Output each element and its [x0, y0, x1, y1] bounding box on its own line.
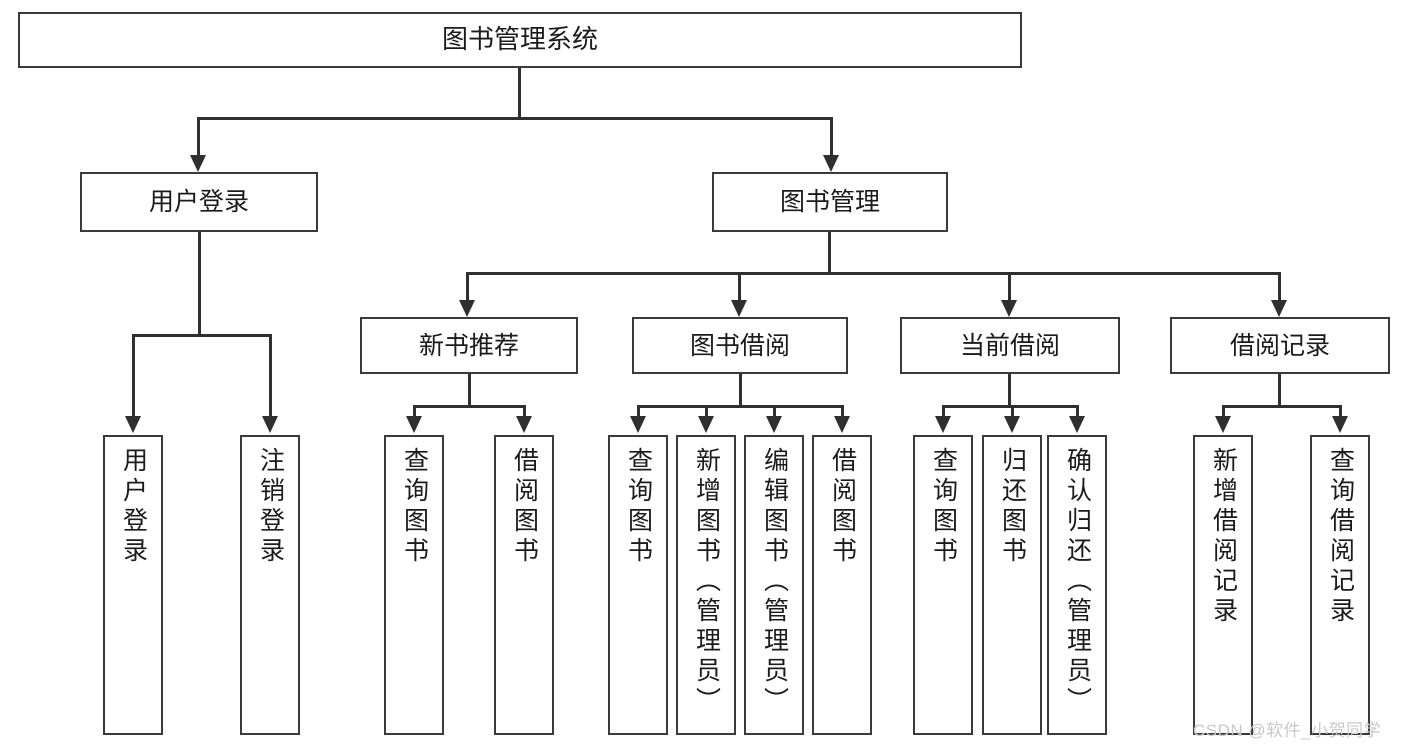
node-label: 借阅图书: [828, 447, 857, 567]
node-label: 查询图书: [624, 447, 653, 567]
node-label: 编辑图书（管理员）: [760, 447, 789, 717]
edge-user-login-to-leaf-1: [132, 334, 135, 418]
arrow-to-current-borrow: [1001, 300, 1017, 317]
arrow-to-leaf-query-book-3: [935, 416, 951, 433]
node-label: 图书管理系统: [441, 24, 598, 55]
node-label: 当前借阅: [959, 331, 1060, 360]
node-new-book-recommend[interactable]: 新书推荐: [360, 317, 578, 374]
edge-bm-to-borrow-record: [1278, 272, 1281, 302]
node-borrow-record[interactable]: 借阅记录: [1170, 317, 1390, 374]
leaf-borrow-book-new-recommend[interactable]: 借阅图书: [494, 435, 554, 735]
node-label: 查询借阅记录: [1326, 447, 1355, 627]
edge-nbr-stem: [468, 374, 471, 407]
edge-root-bar: [197, 117, 833, 120]
leaf-return-book[interactable]: 归还图书: [982, 435, 1042, 735]
arrow-to-leaf-query-record: [1332, 416, 1348, 433]
node-label: 确认归还（管理员）: [1063, 447, 1092, 717]
leaf-query-book-new-recommend[interactable]: 查询图书: [384, 435, 444, 735]
edge-bb-to-leaf-3: [773, 405, 776, 418]
node-label: 图书管理: [779, 188, 880, 216]
leaf-confirm-return[interactable]: 确认归还（管理员）: [1047, 435, 1107, 735]
node-label: 用户登录: [119, 447, 148, 567]
edge-user-login-to-leaf-2: [269, 334, 272, 418]
leaf-add-borrow-record[interactable]: 新增借阅记录: [1193, 435, 1253, 735]
arrow-to-book-borrow: [731, 300, 747, 317]
node-label: 借阅图书: [510, 447, 539, 567]
edge-br-to-leaf-1: [1222, 405, 1225, 418]
arrow-to-leaf-edit-book: [766, 416, 782, 433]
node-label: 注销登录: [256, 447, 285, 567]
edge-root-to-book-management: [830, 117, 833, 157]
edge-nbr-to-leaf-2: [523, 405, 526, 418]
arrow-to-leaf-query-book-2: [630, 416, 646, 433]
edge-root-stem: [518, 68, 521, 119]
node-label: 用户登录: [148, 188, 249, 216]
edge-bb-to-leaf-4: [841, 405, 844, 418]
arrow-to-leaf-user-login: [125, 416, 141, 433]
edge-br-to-leaf-2: [1339, 405, 1342, 418]
arrow-to-leaf-add-book: [698, 416, 714, 433]
edge-book-management-bar: [466, 272, 1281, 275]
node-label: 新书推荐: [418, 331, 519, 360]
edge-nbr-to-leaf-1: [413, 405, 416, 418]
edge-cb-bar: [942, 405, 1079, 408]
edge-user-login-bar: [132, 334, 272, 337]
arrow-to-leaf-borrow-book-2: [834, 416, 850, 433]
arrow-to-borrow-record: [1271, 300, 1287, 317]
leaf-add-book[interactable]: 新增图书（管理员）: [676, 435, 736, 735]
arrow-to-user-login: [190, 155, 206, 172]
edge-br-stem: [1278, 374, 1281, 407]
edge-bb-to-leaf-1: [637, 405, 640, 418]
edge-cb-to-leaf-3: [1076, 405, 1079, 418]
edge-root-to-user-login: [197, 117, 200, 157]
arrow-to-leaf-query-book-1: [406, 416, 422, 433]
arrow-to-leaf-add-record: [1215, 416, 1231, 433]
node-label: 查询图书: [929, 447, 958, 567]
leaf-query-book-borrow[interactable]: 查询图书: [608, 435, 668, 735]
leaf-user-login[interactable]: 用户登录: [103, 435, 163, 735]
node-label: 图书借阅: [689, 331, 790, 360]
edge-bb-bar: [637, 405, 843, 408]
arrow-to-leaf-logout-login: [262, 416, 278, 433]
arrow-to-leaf-return-book: [1004, 416, 1020, 433]
leaf-logout-login[interactable]: 注销登录: [240, 435, 300, 735]
edge-user-login-stem: [198, 232, 201, 336]
node-current-borrow[interactable]: 当前借阅: [900, 317, 1120, 374]
edge-bb-to-leaf-2: [705, 405, 708, 418]
node-user-login[interactable]: 用户登录: [80, 172, 318, 232]
node-label: 新增图书（管理员）: [692, 447, 721, 717]
leaf-query-borrow-record[interactable]: 查询借阅记录: [1310, 435, 1370, 735]
node-label: 归还图书: [998, 447, 1027, 567]
edge-cb-to-leaf-1: [942, 405, 945, 418]
arrow-to-leaf-borrow-book-1: [516, 416, 532, 433]
leaf-borrow-book-borrow[interactable]: 借阅图书: [812, 435, 872, 735]
edge-book-management-stem: [828, 232, 831, 274]
node-label: 新增借阅记录: [1209, 447, 1238, 627]
edge-nbr-bar: [413, 405, 526, 408]
node-root-system[interactable]: 图书管理系统: [18, 12, 1022, 68]
arrow-to-book-management: [823, 155, 839, 172]
edge-bm-to-book-borrow: [738, 272, 741, 302]
arrow-to-new-book-recommend: [459, 300, 475, 317]
node-label: 查询图书: [400, 447, 429, 567]
leaf-edit-book[interactable]: 编辑图书（管理员）: [744, 435, 804, 735]
edge-bb-stem: [739, 374, 742, 407]
edge-cb-to-leaf-2: [1011, 405, 1014, 418]
edge-cb-stem: [1008, 374, 1011, 407]
leaf-query-book-current[interactable]: 查询图书: [913, 435, 973, 735]
edge-bm-to-current-borrow: [1008, 272, 1011, 302]
arrow-to-leaf-confirm-return: [1069, 416, 1085, 433]
node-book-borrow[interactable]: 图书借阅: [632, 317, 848, 374]
node-label: 借阅记录: [1229, 331, 1330, 360]
edge-bm-to-new-book: [466, 272, 469, 302]
edge-br-bar: [1222, 405, 1342, 408]
node-book-management[interactable]: 图书管理: [712, 172, 948, 232]
